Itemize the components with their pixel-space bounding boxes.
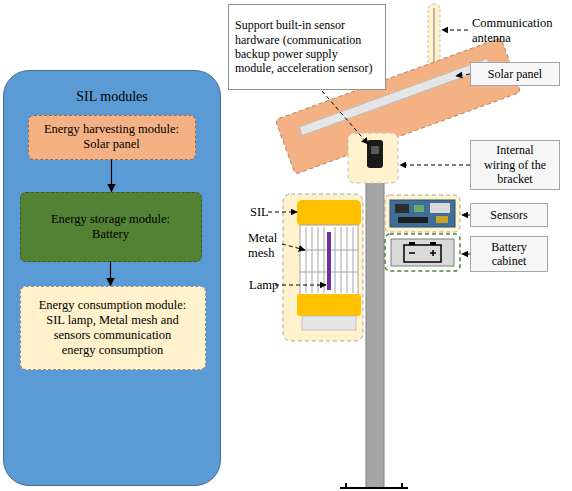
storage-box: Energy storage module: Battery [20, 192, 202, 262]
leader-line [322, 91, 368, 144]
box-text: Internal wiring of the bracket [481, 143, 549, 186]
box-text: Support built-in sensor hardware (commun… [235, 18, 379, 76]
callout-box: Solar panel [470, 62, 560, 86]
part-label: Metal mesh [248, 231, 288, 261]
chip [395, 204, 409, 213]
callout-box: Internal wiring of the bracket [470, 140, 560, 190]
plus-sign [432, 250, 434, 256]
module [430, 203, 450, 213]
battery-region [385, 234, 460, 271]
leader-line [275, 285, 326, 286]
part-label: Lamp [249, 278, 279, 293]
sensor-board [390, 200, 455, 227]
mesh-lines [300, 227, 358, 293]
leader-line [400, 165, 470, 166]
sensor-lens [371, 146, 379, 154]
sil-region [283, 194, 363, 341]
flow-arrow [111, 160, 112, 192]
battery-box [391, 239, 454, 266]
box-text: Energy storage module: Battery [45, 212, 177, 242]
box-text: Energy consumption module: SIL lamp, Met… [39, 298, 187, 358]
wiring-region [348, 133, 398, 183]
connector [398, 217, 428, 223]
leader-line [456, 74, 470, 76]
box-text: Battery cabinet [474, 240, 544, 269]
part-label: SIL [250, 205, 280, 220]
pole [366, 100, 384, 488]
harvest-box: Energy harvesting module: Solar panel [28, 115, 196, 160]
antenna-rod [434, 8, 435, 64]
callout-box: Sensors [470, 203, 548, 227]
leader-line [462, 215, 470, 216]
pole-foot [401, 483, 403, 488]
box-text: Solar panel [488, 67, 542, 81]
flow-arrow [110, 262, 111, 286]
pole-base [340, 487, 408, 489]
group-title: SIL modules [76, 89, 147, 106]
uv-lamp [327, 232, 331, 290]
part-label: Communication antenna [472, 16, 567, 46]
box-text: Energy harvesting module: Solar panel [43, 122, 181, 152]
battery-terminal [430, 242, 436, 245]
sensor-hardware [367, 140, 383, 168]
battery-terminal [409, 242, 415, 245]
sensor-region [385, 195, 460, 232]
metal-mesh [300, 225, 358, 295]
minus-sign [409, 252, 415, 254]
battery-symbol [404, 245, 441, 262]
chip [414, 205, 424, 212]
callout-box: Battery cabinet [470, 236, 548, 272]
lamp-bottom [297, 294, 361, 316]
chip [436, 216, 448, 223]
leader-line [282, 244, 305, 250]
leader-line [268, 212, 297, 213]
collection-tray [302, 316, 356, 330]
pole-foot [345, 483, 347, 488]
box-text: Sensors [490, 208, 527, 222]
leader-line [442, 30, 468, 31]
callout-box: Support built-in sensor hardware (commun… [228, 4, 386, 90]
leader-line [462, 254, 470, 255]
lamp-top [297, 200, 361, 226]
consumption-box: Energy consumption module: SIL lamp, Met… [20, 286, 206, 370]
module-group: SIL modulesEnergy harvesting module: Sol… [3, 70, 221, 486]
